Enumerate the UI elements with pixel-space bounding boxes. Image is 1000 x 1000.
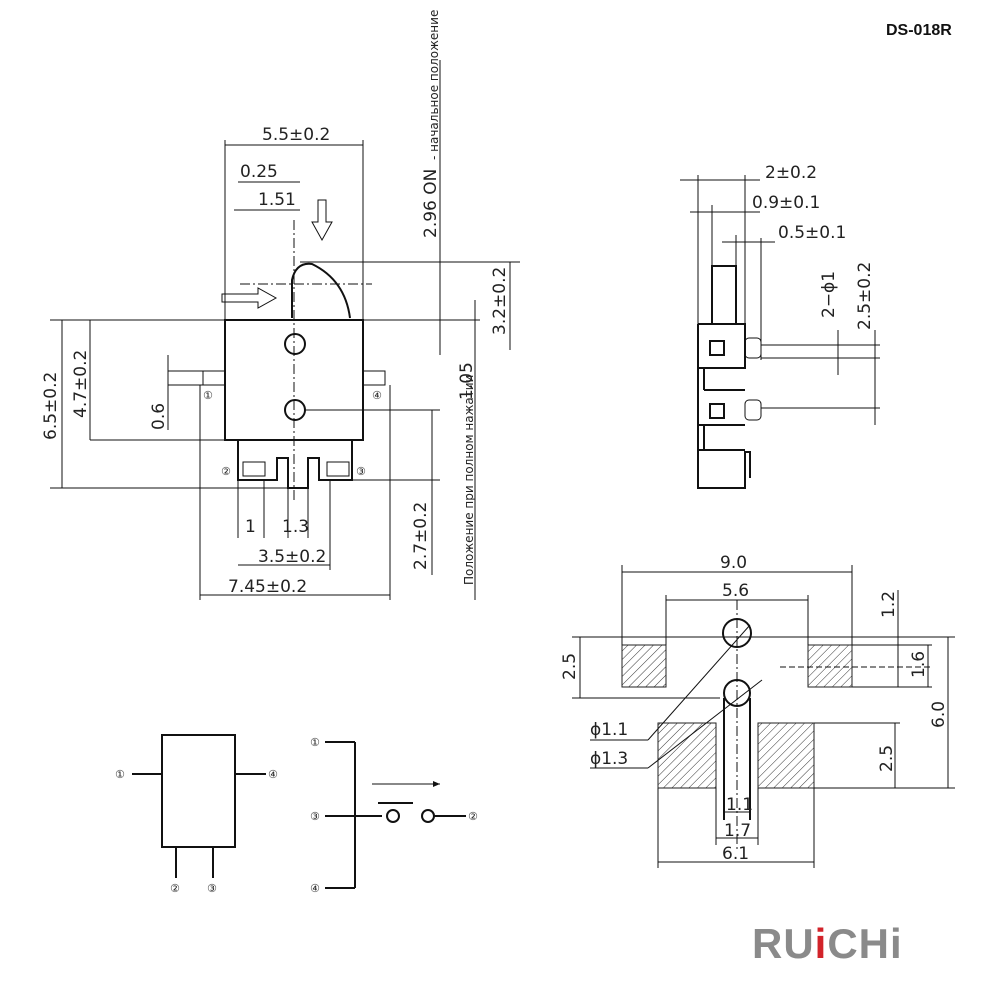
dim-phi1-3: ϕ1.3 (590, 749, 628, 769)
dim-1-2: 1.2 (879, 591, 899, 618)
dim-6-5: 6.5±0.2 (41, 372, 61, 440)
model-code: DS-018R (886, 22, 952, 39)
note-pressed-position: Положение при полном нажатии (462, 375, 476, 585)
pin-3-label: ③ (356, 465, 366, 478)
dim-2-5-bottom: 2.5 (877, 745, 897, 772)
dim-3-2: 3.2±0.2 (490, 267, 510, 335)
dim-0-5: 0.5±0.1 (778, 223, 846, 243)
brand-logo-before-dot: RU (752, 920, 815, 967)
switch-pin-1: ① (310, 736, 320, 749)
dim-2-5-side: 2.5±0.2 (855, 262, 875, 330)
dim-2: 2±0.2 (765, 163, 817, 183)
dim-4-7: 4.7±0.2 (71, 350, 91, 418)
brand-logo: RUiCHi (752, 920, 903, 968)
switch-pin-4: ④ (310, 882, 320, 895)
dim-3-5: 3.5±0.2 (258, 547, 326, 567)
pad-top-right (807, 644, 853, 688)
dim-2-7: 2.7±0.2 (411, 502, 431, 570)
dim-1-51: 1.51 (258, 190, 296, 210)
brand-logo-dot-letter: i (814, 920, 828, 967)
dim-phi1-1: ϕ1.1 (590, 720, 628, 740)
dim-0-6: 0.6 (149, 403, 169, 430)
block-pin-4: ④ (268, 768, 278, 781)
side-view: 2±0.2 0.9±0.1 0.5±0.1 2−ϕ1 2.5±0.2 (680, 163, 880, 489)
note-start-position: - начальное положение (427, 10, 441, 160)
dim-1-6: 1.6 (909, 651, 929, 678)
lower-pin-circle (284, 399, 306, 421)
pin-2-label: ② (221, 465, 231, 478)
pad-top-left (621, 644, 667, 688)
dim-2-96: 2.96 ON (421, 169, 441, 238)
dim-1-3: 1.3 (282, 517, 309, 537)
pad-bottom-right (757, 722, 815, 789)
actuator-lever (291, 262, 351, 319)
block-body (161, 734, 236, 848)
dim-0-25: 0.25 (240, 162, 278, 182)
pin-4-label: ④ (372, 389, 382, 402)
press-direction-arrow (311, 199, 333, 242)
switch-terminals (237, 440, 353, 489)
dim-2-phi1: 2−ϕ1 (819, 271, 839, 318)
dim-1: 1 (245, 517, 256, 537)
dim-width: 5.5±0.2 (262, 125, 330, 145)
switch-pin-3: ③ (310, 810, 320, 823)
slide-direction-arrow (221, 287, 278, 309)
dim-9-0: 9.0 (720, 553, 747, 573)
dim-5-6: 5.6 (722, 581, 749, 601)
dim-1-1: 1.1 (726, 795, 753, 815)
dim-6-0: 6.0 (929, 701, 949, 728)
brand-logo-after-dot: CHi (827, 920, 903, 967)
dim-7-45: 7.45±0.2 (228, 577, 307, 597)
block-pin-1: ① (115, 768, 125, 781)
switch-schematic: ① ③ ④ ② (310, 736, 478, 895)
pad-bottom-left (657, 722, 717, 789)
block-pin-3: ③ (207, 882, 217, 895)
front-view: 5.5±0.2 0.25 1.51 2.96 ON - начальное по… (41, 10, 520, 600)
pcb-layout: 9.0 5.6 1.2 2.5 1.6 6.0 ϕ1.1 ϕ1.3 2.5 1.… (560, 553, 955, 868)
pin-1-label: ① (203, 389, 213, 402)
dim-1-7: 1.7 (724, 821, 751, 841)
dim-6-1: 6.1 (722, 844, 749, 864)
dim-1-05: 1.05 (457, 362, 477, 400)
side-actuator (711, 265, 737, 325)
dim-0-9: 0.9±0.1 (752, 193, 820, 213)
dim-2-5-top: 2.5 (560, 653, 580, 680)
upper-pin-circle (284, 333, 306, 355)
block-pin-2: ② (170, 882, 180, 895)
switch-pin-2: ② (468, 810, 478, 823)
block-schematic: ① ④ ② ③ (115, 734, 278, 895)
